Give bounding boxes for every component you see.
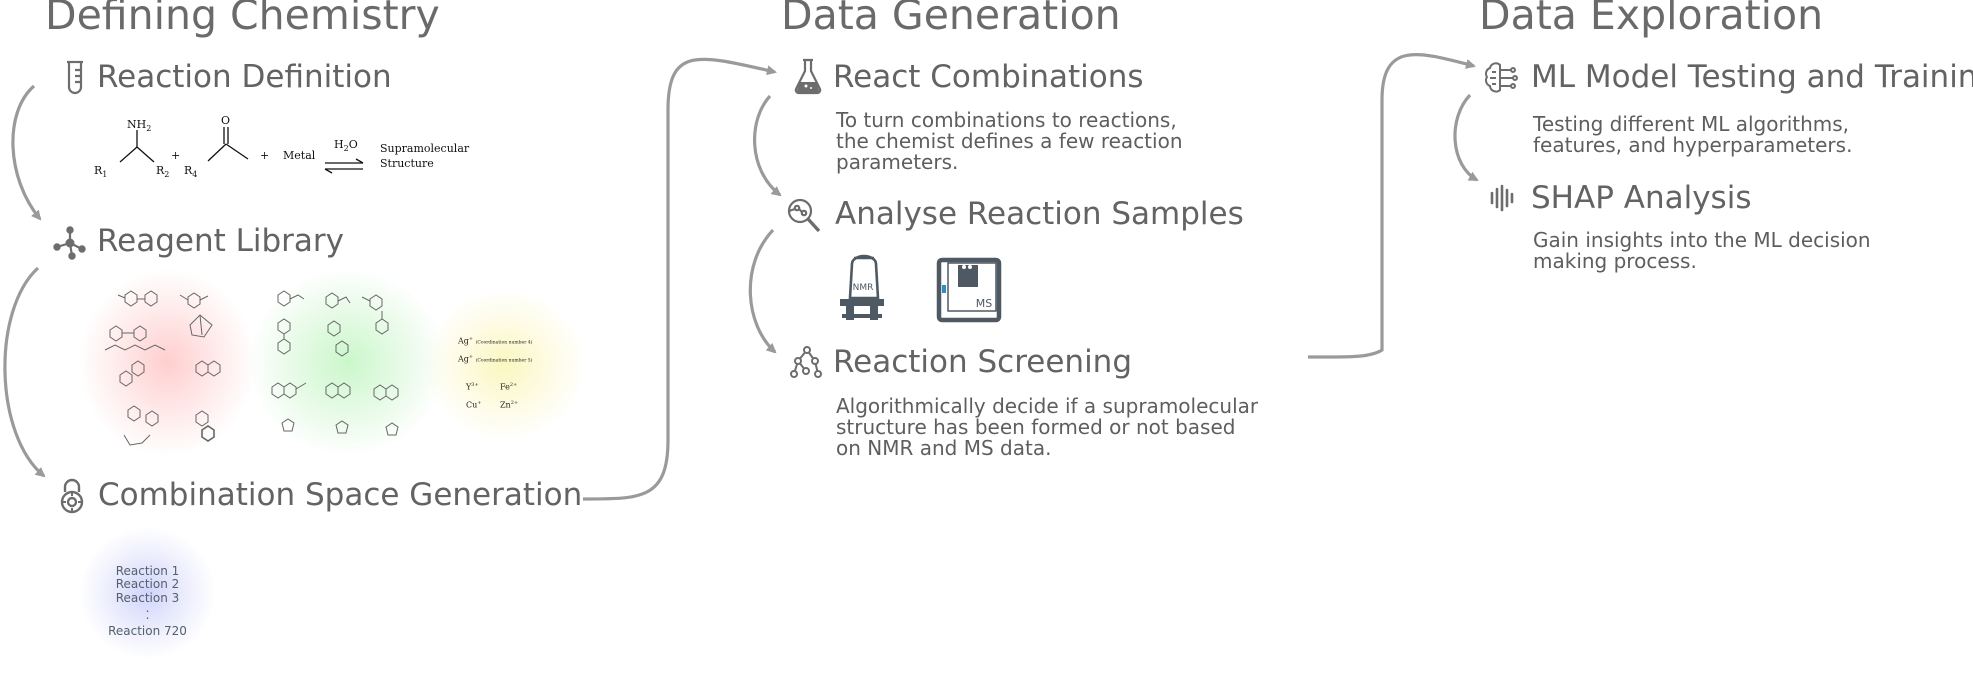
step-title-reaction-definition: Reaction Definition (97, 59, 392, 95)
shap-bars-icon (1489, 184, 1515, 216)
arrow-screening-to-ml (1307, 53, 1476, 359)
nmr-instrument-icon: NMR (840, 254, 888, 326)
svg-text:MS: MS (976, 297, 992, 310)
molecule-icon (53, 226, 87, 264)
step-title-react-combinations: React Combinations (833, 59, 1144, 95)
svg-text:H2O: H2O (334, 138, 358, 153)
step-title-reaction-screening: Reaction Screening (833, 344, 1133, 380)
svg-text:+: + (260, 149, 269, 162)
reaction-screening-description: Algorithmically decide if a supramolecul… (836, 394, 1259, 460)
reaction-list-glow (80, 528, 215, 658)
ml-model-description: Testing different ML algorithms, feature… (1533, 112, 1853, 157)
reaction-list: Reaction 1 Reaction 2 Reaction 3 . . Rea… (100, 564, 195, 639)
svg-text:R2: R2 (156, 164, 169, 179)
react-combinations-description: To turn combinations to reactions, the c… (836, 108, 1183, 174)
svg-text:NMR: NMR (853, 283, 874, 293)
column-title-data-generation: Data Generation (781, 0, 1121, 39)
shap-description: Gain insights into the ML decision makin… (1533, 228, 1871, 273)
arrow-analyse-to-screening (748, 228, 777, 354)
svg-text:O: O (221, 114, 230, 127)
reagent-group-amines-glow (80, 270, 255, 455)
svg-text:R4: R4 (184, 164, 197, 179)
step-title-ml-model: ML Model Testing and Training (1531, 59, 1973, 95)
reaction-equation: NH2 R1 R2 + O R4 + Metal H2O Supramolecu… (94, 114, 470, 179)
arrow-ml-to-shap (1453, 93, 1479, 182)
step-title-shap-analysis: SHAP Analysis (1531, 180, 1752, 216)
list-item: . (145, 608, 150, 623)
list-item: . (145, 601, 150, 616)
step-title-analyse-samples: Analyse Reaction Samples (835, 196, 1244, 232)
combination-lock-icon (58, 478, 86, 518)
brain-circuit-icon (1484, 62, 1518, 98)
list-item: Reaction 720 (108, 624, 187, 639)
arrow-combination-to-react (582, 57, 777, 501)
metal-ion-list: Ag+ (Coordination number 4) Ag+ (Coordin… (458, 336, 533, 410)
list-item: Reaction 1 (115, 564, 180, 578)
list-item: Reaction 3 (115, 590, 180, 605)
svg-text:R1: R1 (94, 164, 107, 179)
reagent-group-metals-glow (425, 290, 585, 440)
list-item: Reaction 2 (115, 577, 180, 592)
svg-text:NH2: NH2 (127, 118, 151, 133)
arrow-react-to-analyse (753, 94, 782, 197)
reagent-structures (104, 290, 399, 446)
step-title-reagent-library: Reagent Library (97, 223, 345, 259)
step-title-combination-space: Combination Space Generation (98, 477, 583, 513)
magnifier-molecule-icon (785, 197, 823, 239)
column-title-data-exploration: Data Exploration (1479, 0, 1824, 39)
network-icon (790, 345, 822, 383)
flask-icon (794, 58, 822, 98)
svg-text:Structure: Structure (380, 157, 434, 170)
arrow-reagents-to-combination (3, 266, 46, 478)
test-tube-icon (66, 60, 84, 98)
column-title-defining-chemistry: Defining Chemistry (45, 0, 440, 39)
ms-instrument-icon: MS (936, 257, 1002, 327)
arrow-reaction-to-reagents (11, 84, 42, 221)
svg-text:Metal: Metal (283, 149, 316, 162)
svg-text:Supramolecular: Supramolecular (380, 142, 470, 155)
svg-text:+: + (171, 149, 180, 162)
